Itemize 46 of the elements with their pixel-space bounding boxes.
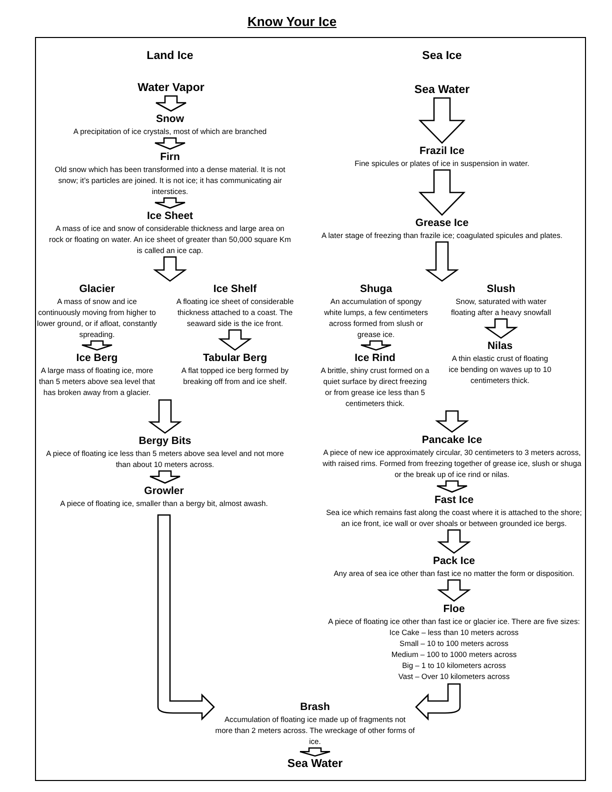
block-arrow [436, 480, 468, 493]
block-arrow [425, 241, 459, 282]
block-arrow [415, 683, 461, 720]
term-heading: Growler [144, 484, 184, 498]
block-arrow [155, 95, 187, 112]
term-heading: Shuga [360, 282, 392, 296]
term-heading: Frazil Ice [420, 144, 464, 158]
block-arrow [299, 747, 331, 757]
block-arrow [154, 137, 186, 150]
title: Know Your Ice [246, 14, 338, 29]
column-heading: Sea Ice [421, 50, 463, 62]
block-arrow [149, 470, 181, 484]
block-arrow [418, 169, 466, 216]
term-heading: Grease Ice [415, 216, 469, 230]
block-arrow [418, 97, 466, 144]
term-heading: Nilas [487, 339, 513, 353]
term-heading: Ice Berg [76, 351, 118, 365]
term-heading: Fast Ice [434, 493, 474, 507]
block-arrow [81, 340, 113, 351]
term-heading: Brash [300, 700, 330, 714]
column-heading: Land Ice [146, 50, 194, 62]
term-heading: Tabular Berg [203, 351, 267, 365]
block-arrow [435, 410, 469, 433]
term-heading: Pancake Ice [422, 433, 482, 447]
term-heading: Floe [443, 602, 465, 616]
term-heading: Slush [486, 282, 516, 296]
term-heading: Sea Water [287, 757, 343, 771]
term-heading: Sea Water [414, 83, 470, 97]
block-arrow [360, 340, 392, 351]
block-arrow [154, 197, 186, 209]
term-heading: Pack Ice [432, 554, 476, 568]
block-arrow [484, 318, 518, 339]
term-heading: Ice Rind [354, 351, 396, 365]
term-heading: Glacier [79, 282, 115, 296]
term-heading: Ice Sheet [146, 209, 194, 223]
block-arrow [148, 399, 182, 434]
block-arrow [437, 529, 471, 554]
block-arrow [157, 514, 215, 720]
term-heading: Firn [160, 150, 180, 164]
block-arrow [437, 579, 471, 602]
term-heading: Snow [156, 112, 184, 126]
term-heading: Ice Shelf [213, 282, 257, 296]
term-heading: Water Vapor [138, 81, 204, 95]
term-heading: Bergy Bits [138, 434, 192, 448]
block-arrow [153, 256, 187, 282]
block-arrow [218, 329, 252, 351]
